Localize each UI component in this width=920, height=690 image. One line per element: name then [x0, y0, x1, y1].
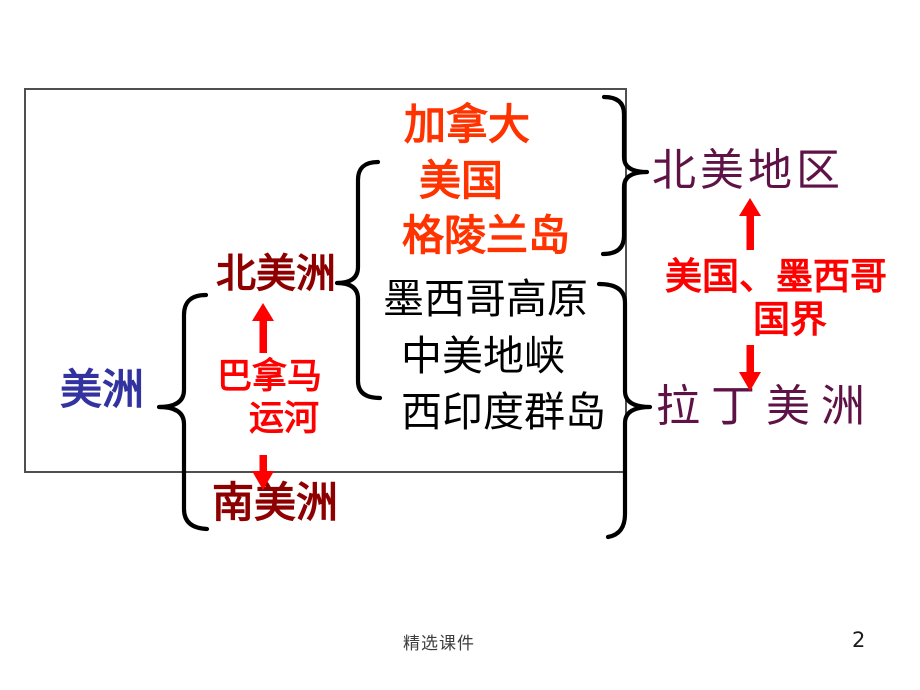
arrow-up-panama-icon: [252, 303, 274, 353]
arrows-group: [252, 198, 761, 490]
label-central-america-isthmus: 中美地峡: [401, 332, 565, 380]
arrow-down-border-icon: [739, 345, 761, 391]
label-us-mexico-border-line1: 美国、墨西哥: [665, 254, 887, 298]
label-north-america: 北美洲: [216, 250, 336, 297]
label-south-america: 南美洲: [212, 478, 339, 527]
label-panama-canal-line2: 运河: [249, 398, 320, 439]
label-usa: 美国: [419, 156, 504, 205]
label-americas: 美洲: [60, 365, 145, 414]
left-brace-north-america-icon: [334, 159, 383, 401]
label-west-indies: 西印度群岛: [401, 388, 606, 436]
label-canada: 加拿大: [404, 100, 531, 149]
content-box: [24, 88, 627, 473]
arrow-up-border-icon: [739, 198, 761, 250]
footer-caption: 精选课件: [403, 634, 475, 654]
label-latin-america: 拉丁美洲: [656, 381, 876, 432]
arrow-down-panama-icon: [252, 455, 274, 490]
page-number: 2: [852, 628, 866, 652]
label-panama-canal-line1: 巴拿马: [217, 356, 323, 397]
left-brace-americas-icon: [156, 292, 210, 532]
right-brace-north-america-region-icon: [600, 94, 650, 257]
braces-group: [156, 94, 653, 540]
label-mexican-plateau: 墨西哥高原: [383, 275, 588, 323]
right-brace-latin-america-icon: [596, 281, 653, 540]
label-greenland: 格陵兰岛: [402, 211, 571, 260]
label-us-mexico-border-line2: 国界: [753, 297, 827, 341]
label-north-america-region: 北美地区: [652, 145, 844, 196]
